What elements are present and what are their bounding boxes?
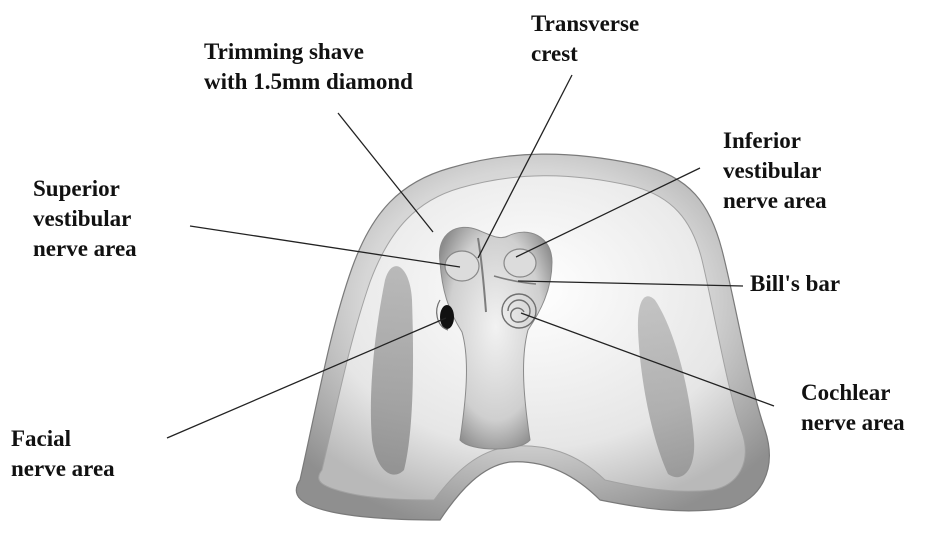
facial-canal-opening <box>440 305 454 329</box>
label-superior-line3: nerve area <box>33 234 137 264</box>
label-transverse-line2: crest <box>531 39 639 69</box>
label-facial-line2: nerve area <box>11 454 115 484</box>
label-trimming-line2: with 1.5mm diamond <box>204 67 413 97</box>
label-inferior-line1: Inferior <box>723 126 827 156</box>
label-cochlear-nerve: Cochlear nerve area <box>801 378 905 438</box>
label-superior-line1: Superior <box>33 174 137 204</box>
label-trimming-line1: Trimming shave <box>204 37 413 67</box>
label-bills-bar: Bill's bar <box>750 269 840 299</box>
label-inferior-line2: vestibular <box>723 156 827 186</box>
label-facial-nerve: Facial nerve area <box>11 424 115 484</box>
label-inferior-vestibular: Inferior vestibular nerve area <box>723 126 827 216</box>
label-superior-vestibular: Superior vestibular nerve area <box>33 174 137 264</box>
label-cochlear-line2: nerve area <box>801 408 905 438</box>
label-facial-line1: Facial <box>11 424 115 454</box>
label-superior-line2: vestibular <box>33 204 137 234</box>
label-transverse-crest: Transverse crest <box>531 9 639 69</box>
label-transverse-line1: Transverse <box>531 9 639 39</box>
label-bills-line1: Bill's bar <box>750 269 840 299</box>
label-inferior-line3: nerve area <box>723 186 827 216</box>
inferior-vestibular-area <box>504 249 536 277</box>
label-trimming-shave: Trimming shave with 1.5mm diamond <box>204 37 413 97</box>
label-cochlear-line1: Cochlear <box>801 378 905 408</box>
